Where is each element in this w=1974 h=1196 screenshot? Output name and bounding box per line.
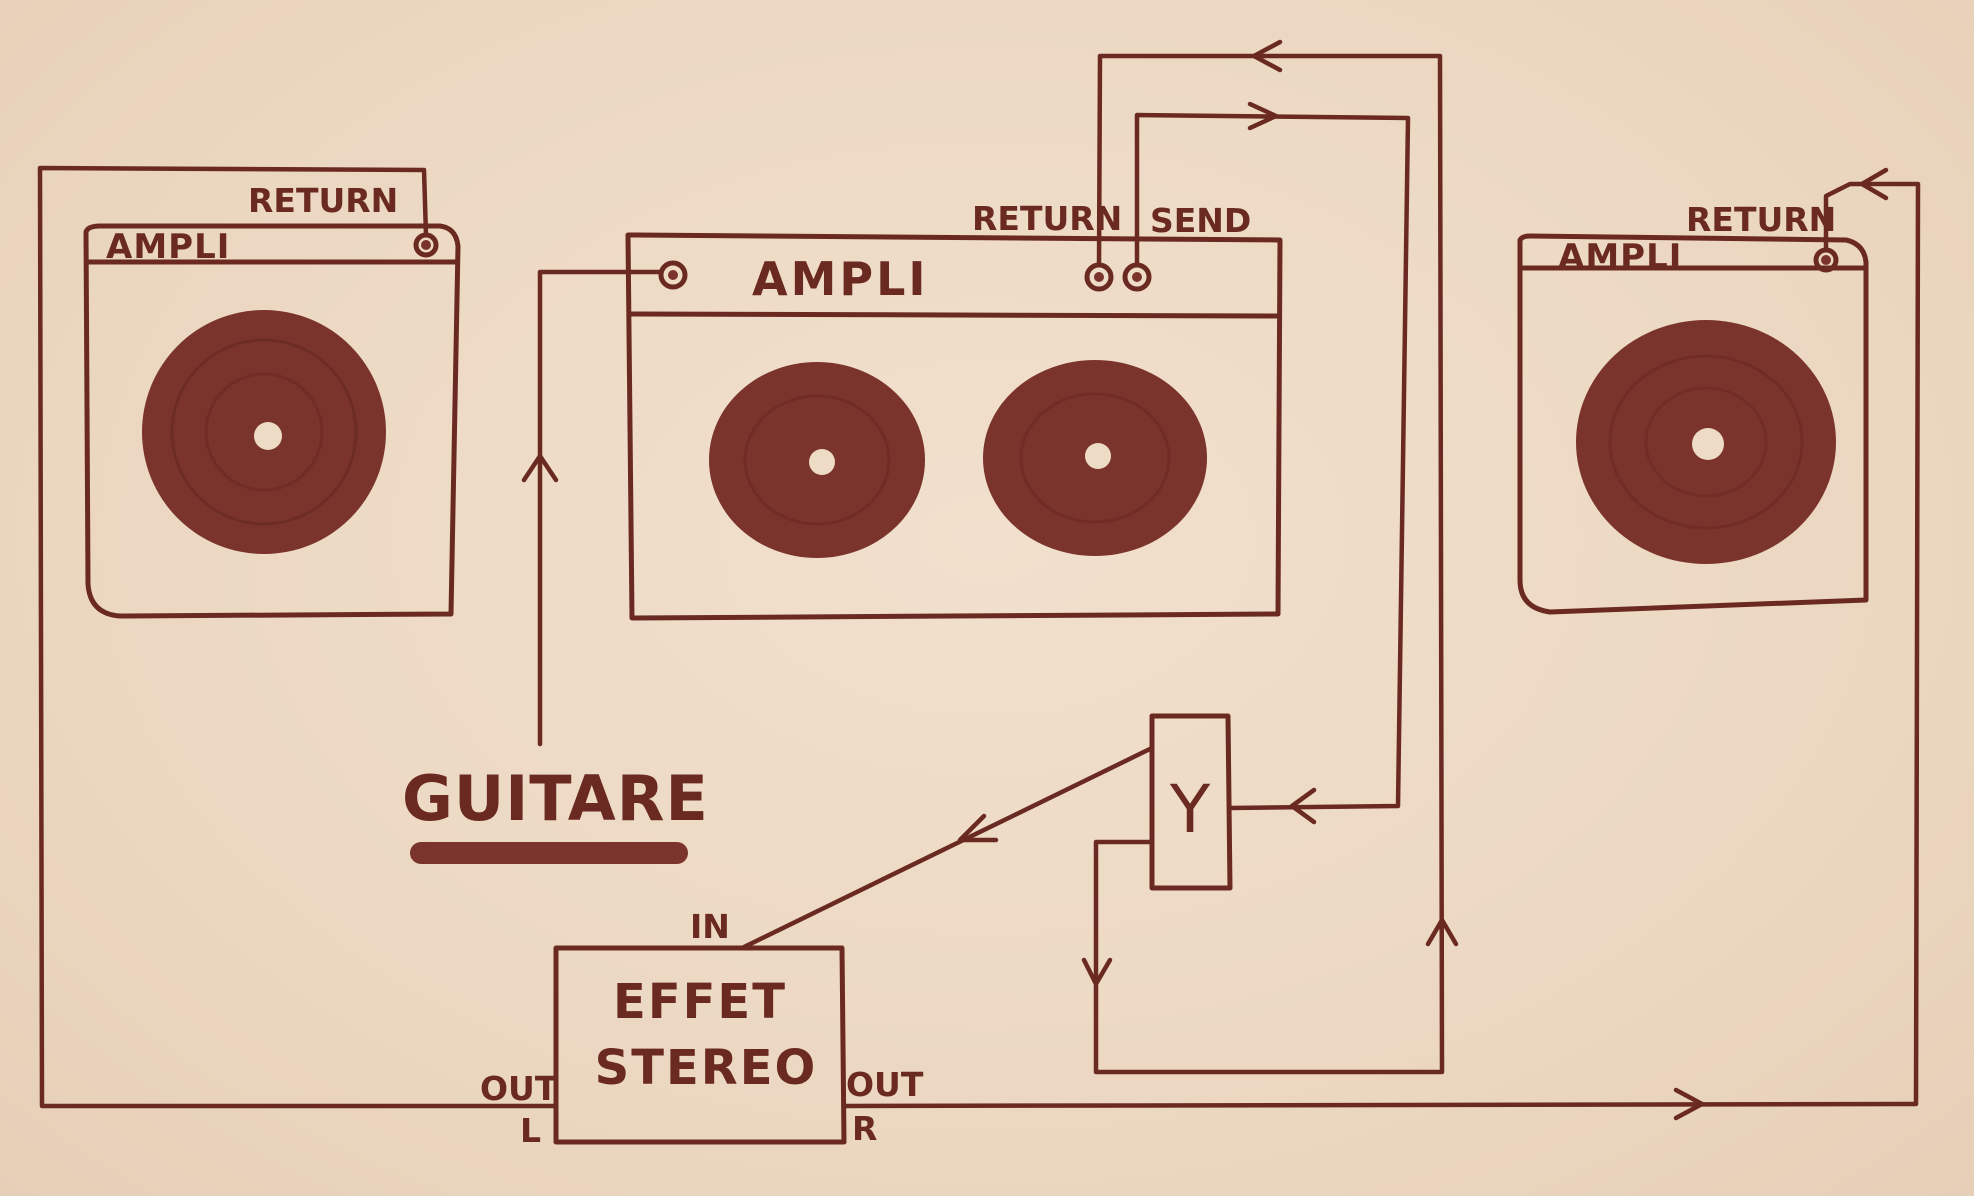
effect-out-right-label: OUT [846,1065,924,1104]
stereo-effect-line1: EFFET [613,974,787,1030]
guitar-label: GUITARE [402,762,709,835]
left-amp-title: AMPLI [106,227,230,267]
arrow-to-effect-in [957,813,999,843]
wire-y-to-center-return [1093,53,1445,1075]
left-amp-speaker [142,310,386,554]
effect-out-right-side: R [852,1109,877,1148]
left-amp-cabinet [83,223,461,619]
arrow-into-y [1289,787,1317,825]
right-amp-return-label: RETURN [1686,200,1836,239]
right-amp-speaker [1576,320,1836,564]
left-amp-return-label: RETURN [248,181,398,220]
signal-wires [37,39,1921,1121]
y-splitter-box [1149,713,1233,891]
center-amp: AMPLI RETURN SEND [625,199,1283,621]
wire-out-right-to-right-amp [841,181,1921,1109]
effect-out-left-label: OUT [480,1069,558,1108]
stereo-effect: EFFET STEREO IN OUT L OUT R [480,907,924,1150]
center-amp-speaker-right [983,360,1207,556]
y-splitter: Y [1149,713,1233,891]
arrow-return-up [1425,917,1459,947]
center-amp-return-jack [1084,262,1114,292]
arrow-return-left [1251,39,1283,73]
wire-guitar-to-amp-input [537,269,663,747]
stereo-effect-line2: STEREO [595,1040,818,1096]
center-amp-input-jack [658,260,688,290]
wire-send-to-y [1134,112,1411,811]
arrow-send-right [1247,101,1279,131]
right-amp-cabinet [1517,233,1869,615]
wire-out-left-to-left-amp [37,165,559,1109]
guitar-underline [410,842,688,864]
center-amp-title: AMPLI [752,252,929,306]
right-amp-title: AMPLI [1558,237,1682,277]
arrow-guitar-up [521,453,559,483]
y-splitter-label: Y [1169,771,1211,848]
left-amp: AMPLI RETURN [83,181,461,619]
right-amp: AMPLI RETURN [1517,200,1869,615]
left-amp-return-jack [413,232,439,258]
center-amp-top-panel [627,311,1281,319]
center-amp-send-label: SEND [1150,201,1251,240]
center-amp-speaker-left [709,362,925,558]
arrow-into-right-amp [1859,167,1889,201]
effect-out-left-side: L [520,1111,541,1150]
arrow-y-down [1081,957,1113,987]
center-amp-cabinet [625,232,1283,621]
wire-y-to-effect-in [739,745,1155,951]
guitar: GUITARE [402,762,709,864]
arrow-out-right [1673,1087,1705,1121]
effect-in-label: IN [690,907,730,946]
center-amp-send-jack [1122,262,1152,292]
